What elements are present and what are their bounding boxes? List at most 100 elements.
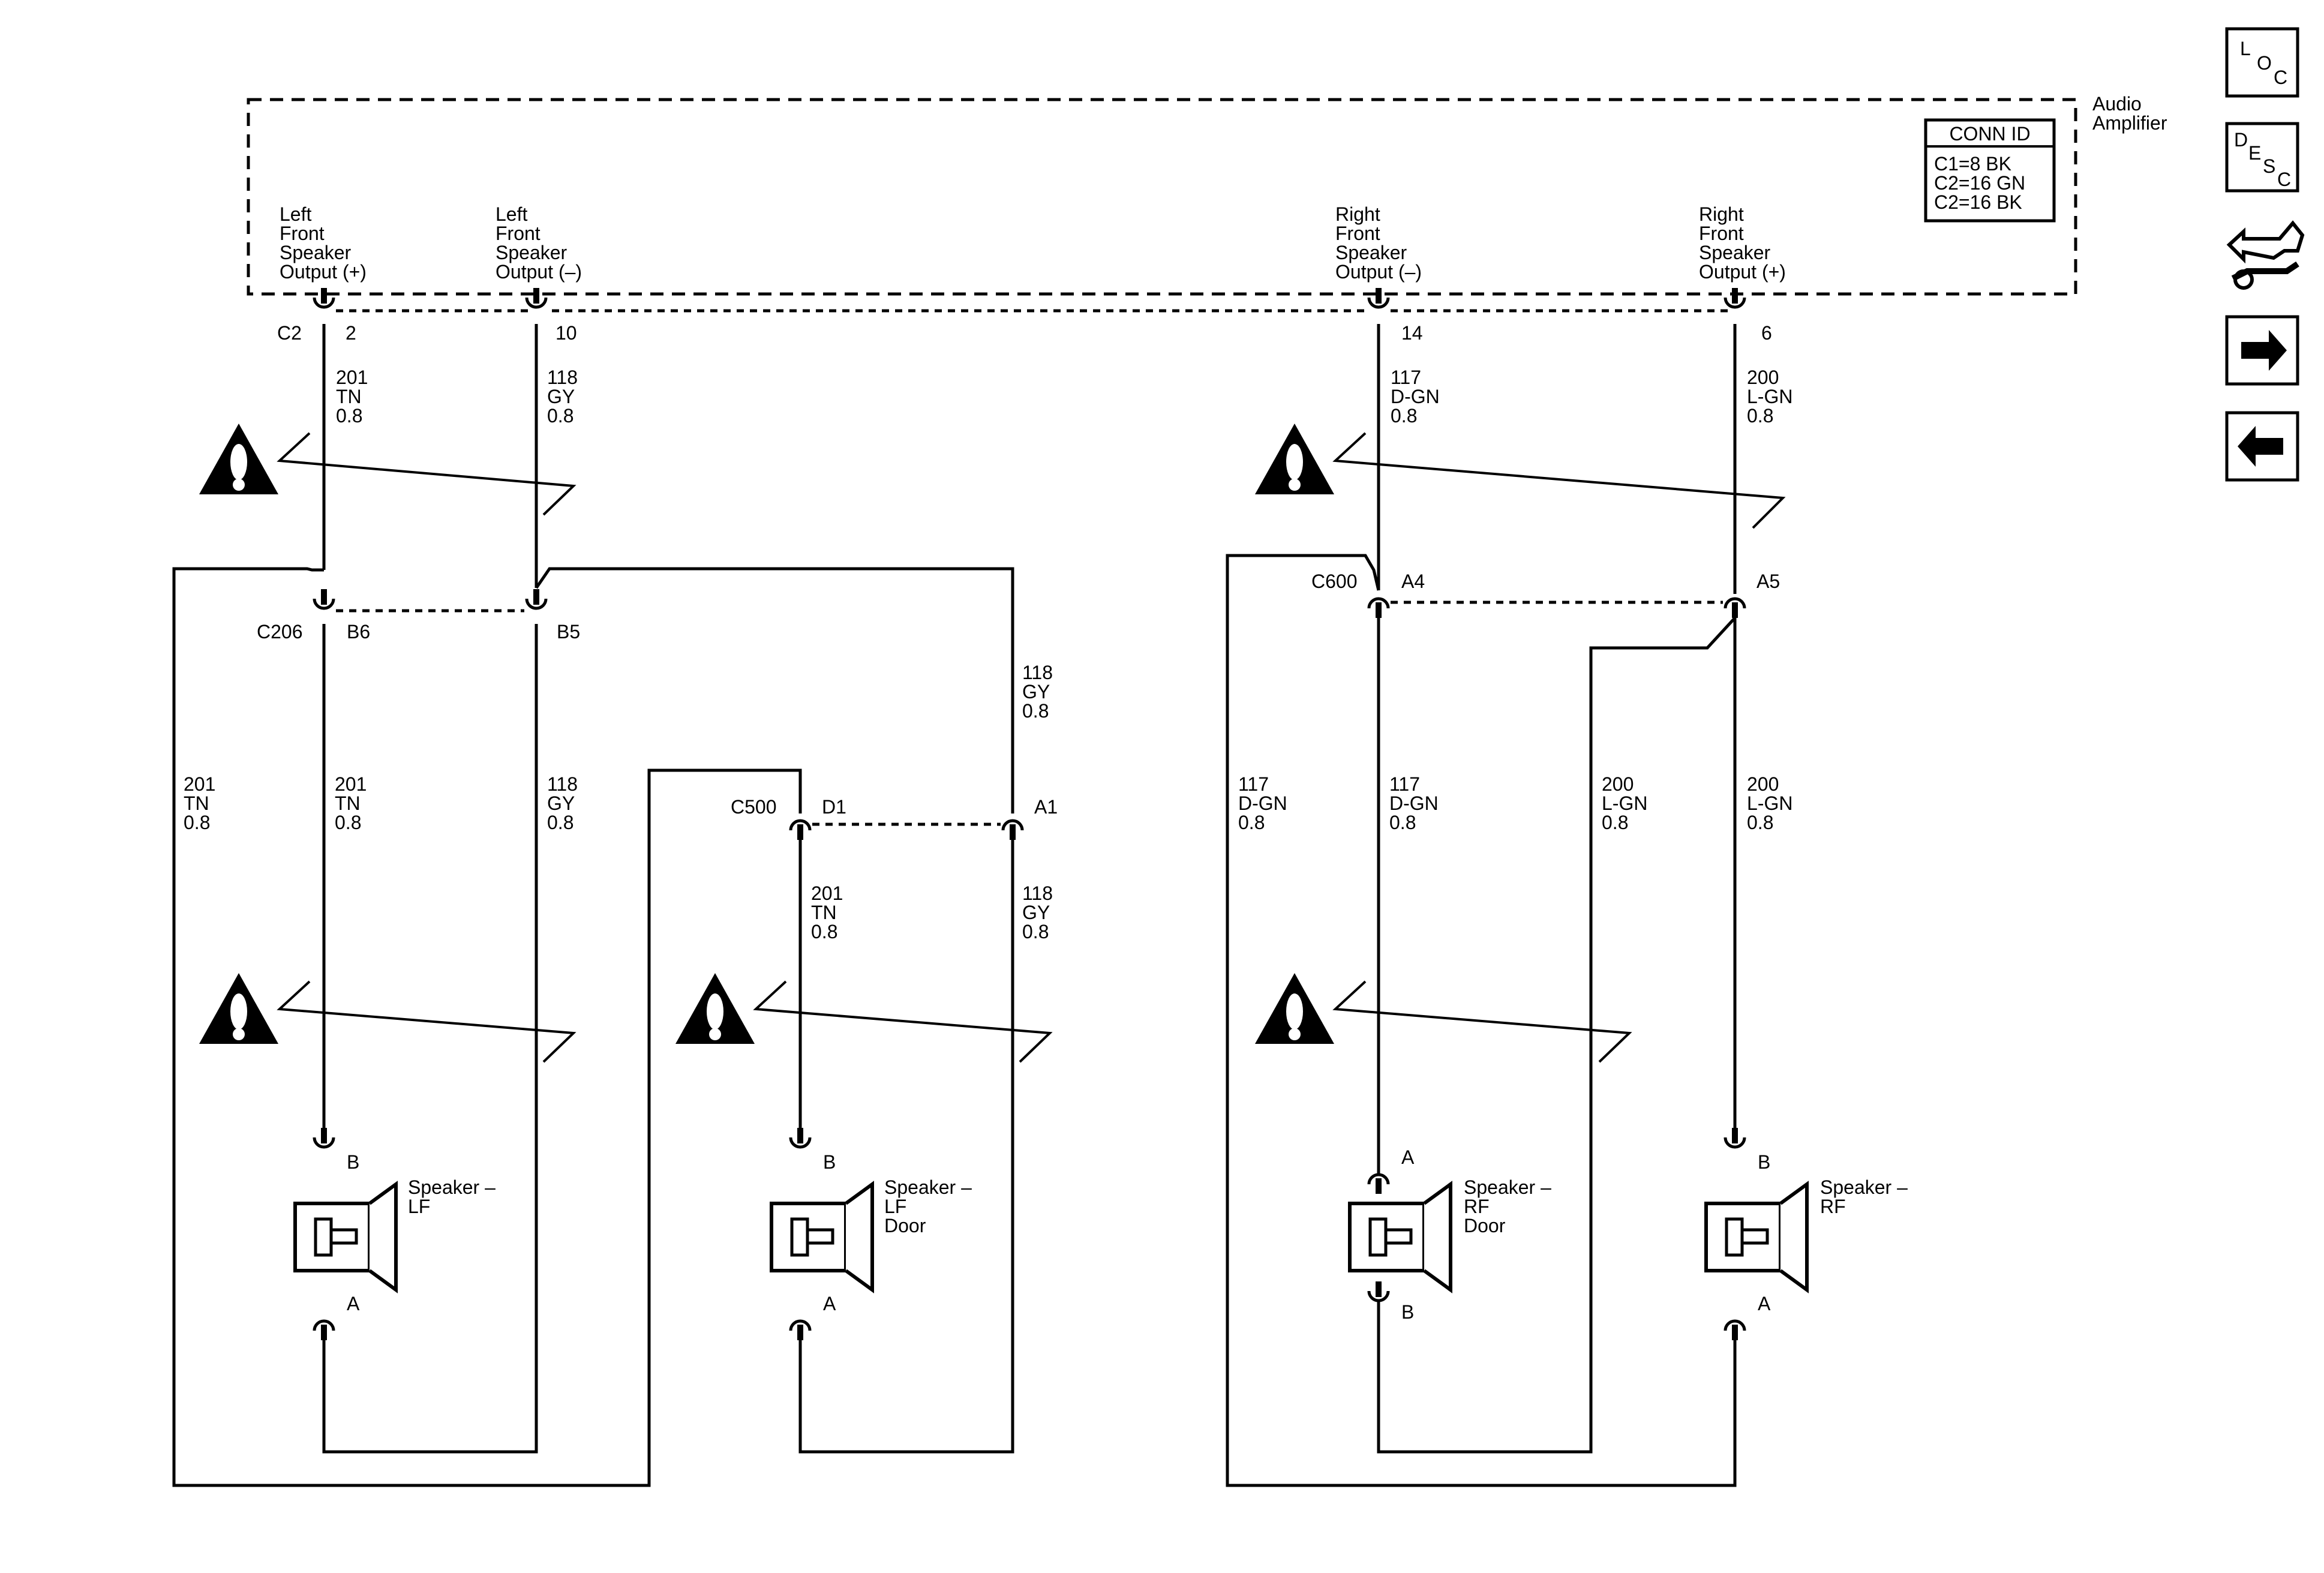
connector-label: C206 bbox=[257, 621, 303, 643]
output-label-rf-plus: Right Front Speaker Output (+) bbox=[1699, 203, 1786, 283]
terminal-symbol bbox=[1724, 1128, 1746, 1149]
wire-label-line: 0.8 bbox=[1022, 921, 1049, 942]
speaker-label-line: RF bbox=[1820, 1196, 1846, 1217]
wire-label-line: GY bbox=[547, 792, 575, 814]
connector-end-view-icon[interactable] bbox=[2226, 220, 2305, 290]
output-label-rf-minus: Right Front Speaker Output (–) bbox=[1335, 203, 1422, 283]
wire-label-118-door: 118 GY 0.8 bbox=[1022, 882, 1053, 942]
wire-label-200-right: 200 L-GN 0.8 bbox=[1747, 773, 1792, 833]
output-label-line: Front bbox=[496, 223, 541, 244]
wire-label-line: L-GN bbox=[1747, 386, 1792, 407]
speaker-icon bbox=[1704, 1181, 1809, 1293]
terminal-symbol bbox=[525, 589, 548, 610]
twisted-pair-mark bbox=[1332, 980, 1632, 1063]
connector-c206: C206 B6 B5 bbox=[257, 621, 580, 643]
connector-links bbox=[336, 601, 1723, 826]
speaker-label-lf: Speaker – LF B A bbox=[347, 1151, 496, 1314]
wire-label-line: 0.8 bbox=[1747, 405, 1773, 427]
wire-label-line: 118 bbox=[547, 773, 578, 795]
wire-label-line: 0.8 bbox=[547, 812, 574, 833]
conn-id-row: C2=16 BK bbox=[1934, 191, 2022, 213]
terminal-symbol bbox=[313, 1128, 335, 1149]
output-label-line: Left bbox=[280, 203, 311, 225]
warning-icon bbox=[1255, 973, 1334, 1044]
wire-label-line: 118 bbox=[547, 367, 578, 388]
pin-label: A5 bbox=[1756, 571, 1780, 592]
conn-id-title: CONN ID bbox=[1949, 123, 2030, 145]
wire-label-line: 117 bbox=[1389, 773, 1420, 795]
warning-icon bbox=[675, 973, 755, 1044]
connector-label: C500 bbox=[731, 796, 777, 818]
connector-c500: C500 D1 A1 bbox=[731, 796, 1058, 818]
wire-label-line: 201 bbox=[336, 367, 368, 388]
output-label-line: Output (–) bbox=[1335, 261, 1422, 283]
conn-id-row: C2=16 GN bbox=[1934, 172, 2025, 194]
desc-icon-letter: E bbox=[2248, 142, 2261, 164]
wire-label-line: 0.8 bbox=[1238, 812, 1265, 833]
output-label-line: Front bbox=[1335, 223, 1380, 244]
speaker-label-line: Speaker – bbox=[408, 1176, 496, 1198]
speaker-label-line: Speaker – bbox=[1820, 1176, 1908, 1198]
wire-label-line: 0.8 bbox=[1389, 812, 1416, 833]
speaker-label-line: Speaker – bbox=[884, 1176, 972, 1198]
speaker-label-line: RF bbox=[1464, 1196, 1490, 1217]
wire-label-117-top: 117 D-GN 0.8 bbox=[1391, 367, 1440, 427]
terminal-symbol bbox=[1367, 1281, 1390, 1302]
loc-icon[interactable]: L O C bbox=[2225, 27, 2299, 98]
output-label-line: Left bbox=[496, 203, 527, 225]
amplifier-connector-c2: C2 2 10 14 6 bbox=[277, 309, 1772, 344]
wire-label-line: 0.8 bbox=[184, 812, 210, 833]
wire-201-tn bbox=[322, 624, 538, 1454]
pin-label: 2 bbox=[346, 322, 356, 344]
terminal-symbol bbox=[1367, 597, 1390, 618]
pin-label: A4 bbox=[1401, 571, 1425, 592]
pin-label: D1 bbox=[822, 796, 846, 818]
wire-label-line: GY bbox=[1022, 902, 1050, 923]
desc-icon-letter: D bbox=[2234, 129, 2248, 151]
speaker-label-rf-door: Speaker – RF Door A B bbox=[1401, 1146, 1551, 1323]
speaker-label-line: Door bbox=[884, 1215, 926, 1236]
wire-label-line: GY bbox=[547, 386, 575, 407]
wire-label-118-mid: 118 GY 0.8 bbox=[1022, 662, 1053, 722]
wire-label-line: TN bbox=[184, 792, 209, 814]
wire-label-line: 201 bbox=[335, 773, 367, 795]
wire-label-line: 201 bbox=[184, 773, 215, 795]
pin-label: A1 bbox=[1034, 796, 1058, 818]
terminal-symbol bbox=[1724, 288, 1746, 309]
wire-label-line: TN bbox=[336, 386, 362, 407]
twisted-pair-marks bbox=[277, 432, 1786, 1063]
terminal-symbol bbox=[789, 819, 812, 840]
wire-label-line: 0.8 bbox=[547, 405, 574, 427]
terminal-symbol bbox=[789, 1128, 812, 1149]
speaker-label-line: Door bbox=[1464, 1215, 1506, 1236]
wire-label-line: TN bbox=[811, 902, 837, 923]
wire-label-line: 117 bbox=[1391, 367, 1421, 388]
terminal-symbol bbox=[1001, 819, 1024, 840]
output-label-line: Front bbox=[1699, 223, 1744, 244]
pin-label: A bbox=[823, 1293, 836, 1314]
warning-icon bbox=[1255, 424, 1334, 494]
wire-118-gy bbox=[535, 567, 1014, 813]
wire-label-line: 118 bbox=[1022, 882, 1053, 904]
output-label-line: Right bbox=[1699, 203, 1744, 225]
wire-label-line: 118 bbox=[1022, 662, 1053, 683]
desc-icon[interactable]: D E S C bbox=[2225, 122, 2299, 193]
output-label-line: Output (+) bbox=[280, 261, 367, 283]
connector-label-c2: C2 bbox=[277, 322, 302, 344]
wire-label-line: D-GN bbox=[1389, 792, 1439, 814]
twisted-pair-mark bbox=[277, 980, 577, 1063]
speaker-label-line: Speaker – bbox=[1464, 1176, 1551, 1198]
output-label-lf-minus: Left Front Speaker Output (–) bbox=[496, 203, 582, 283]
output-label-line: Front bbox=[280, 223, 325, 244]
wire-117-dgn bbox=[1226, 554, 1737, 1487]
loc-icon-letter: L bbox=[2240, 38, 2251, 59]
output-label-line: Speaker bbox=[496, 242, 568, 263]
desc-icon-letter: S bbox=[2263, 155, 2275, 177]
wire-label-line: D-GN bbox=[1238, 792, 1287, 814]
previous-page-arrow-icon[interactable] bbox=[2225, 411, 2299, 482]
terminal-group bbox=[313, 288, 1746, 1340]
next-page-arrow-icon[interactable] bbox=[2225, 315, 2299, 386]
audio-amplifier: Audio Amplifier CONN ID C1=8 BK C2=16 GN… bbox=[247, 93, 2167, 296]
output-label-line: Speaker bbox=[280, 242, 352, 263]
